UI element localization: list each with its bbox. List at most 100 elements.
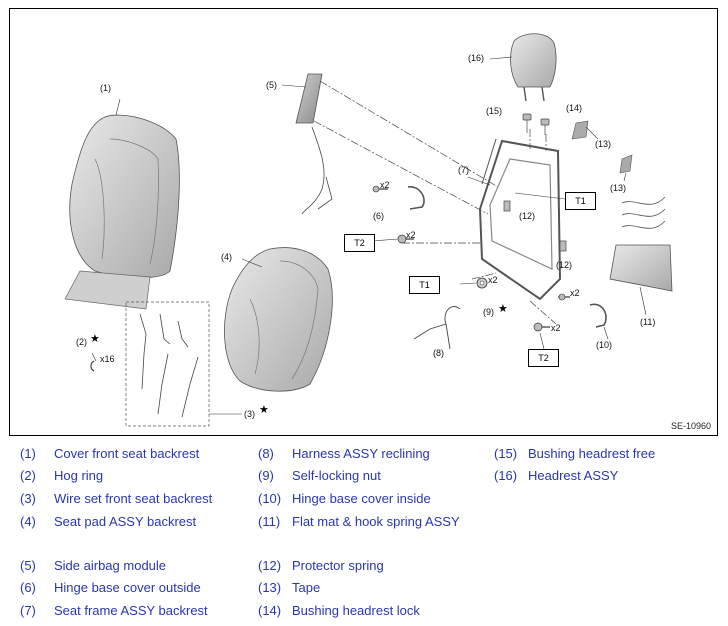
legend-item-name: Harness ASSY reclining [292, 446, 430, 461]
multiplier-x2-hinge-outside: x2 [380, 180, 390, 190]
callout-12-upper: (12) [519, 211, 536, 221]
wire-set-part [125, 301, 242, 427]
legend-item: (3) Wire set front seat backrest [20, 491, 212, 506]
legend-item-number: (10) [258, 491, 282, 506]
callout-4: (4) [221, 252, 232, 262]
legend-item-name: Hog ring [54, 468, 104, 483]
legend-item-number: (13) [258, 580, 282, 595]
callout-10: (10) [596, 340, 613, 350]
legend-item-number: (3) [20, 491, 36, 506]
legend-item-name: Cover front seat backrest [54, 446, 200, 461]
cover-front-seat-backrest-part [64, 98, 180, 310]
callout-15: (15) [486, 106, 503, 116]
legend-item-name: Seat pad ASSY backrest [54, 514, 197, 529]
tape-parts [571, 120, 633, 182]
hinge-base-cover-outside-part [372, 185, 425, 210]
legend-item-number: (2) [20, 468, 36, 483]
legend-item: (12) Protector spring [258, 558, 384, 573]
side-airbag-module-part [281, 73, 333, 215]
legend-item-name: Seat frame ASSY backrest [54, 603, 208, 618]
callout-13-lower: (13) [610, 183, 627, 193]
legend-item: (8) Harness ASSY reclining [258, 446, 430, 461]
legend-item-name: Tape [292, 580, 321, 595]
callout-1: (1) [100, 83, 111, 93]
legend-item-name: Hinge base cover inside [292, 491, 431, 506]
legend-item-number: (6) [20, 580, 36, 595]
legend-item-name: Protector spring [292, 558, 384, 573]
torque-box-t2-lower: T2 [528, 349, 559, 367]
callout-12-lower: (12) [556, 260, 573, 270]
legend-item-name: Headrest ASSY [528, 468, 619, 483]
legend-item: (15) Bushing headrest free [494, 446, 655, 461]
legend-item-number: (7) [20, 603, 36, 618]
legend-item-number: (11) [258, 514, 281, 529]
multiplier-x2-bolt-lower: x2 [551, 323, 561, 333]
hog-ring-part [90, 352, 97, 372]
legend-item-number: (12) [258, 558, 282, 573]
callout-8: (8) [433, 348, 444, 358]
legend-item-number: (4) [20, 514, 36, 529]
parts-legend: (1) Cover front seat backrest (2) Hog ring… [0, 440, 728, 626]
callout-11: (11) [640, 317, 656, 327]
callout-16: (16) [468, 53, 485, 63]
legend-item-number: (14) [258, 603, 282, 618]
seat-pad-part [224, 247, 333, 392]
callout-14: (14) [566, 103, 583, 113]
callout-13-upper: (13) [595, 139, 612, 149]
legend-item-name: Flat mat & hook spring ASSY [292, 514, 460, 529]
multiplier-x2-hinge-inside: x2 [570, 288, 580, 298]
multiplier-x2-nut: x2 [488, 275, 498, 285]
callout-2: (2) [76, 337, 87, 347]
legend-item-name: Self-locking nut [292, 468, 381, 483]
callout-6: (6) [373, 211, 384, 221]
legend-item: (7) Seat frame ASSY backrest [20, 603, 208, 618]
legend-item-name: Side airbag module [54, 558, 167, 573]
legend-item: (5) Side airbag module [20, 558, 166, 573]
self-locking-nut-part [476, 277, 488, 289]
legend-item: (10) Hinge base cover inside [258, 491, 431, 506]
legend-item-number: (15) [494, 446, 518, 461]
exploded-parts-diagram: (1) (2) (3) (4) (5) (6) (7) (8) (9) (10)… [9, 8, 718, 436]
torque-box-t2-left: T2 [344, 234, 375, 252]
callout-7: (7) [458, 165, 469, 175]
torque-box-t1-upper: T1 [565, 192, 596, 210]
callout-9: (9) [483, 307, 494, 317]
flat-mat-hook-spring-part [609, 196, 673, 316]
legend-item: (4) Seat pad ASSY backrest [20, 514, 196, 529]
headrest-part [489, 33, 557, 102]
legend-item-name: Bushing headrest lock [292, 603, 420, 618]
legend-item: (13) Tape [258, 580, 320, 595]
legend-item: (9) Self-locking nut [258, 468, 381, 483]
star-mark-wire-set: ★ [259, 404, 269, 416]
hinge-base-cover-inside-part [558, 293, 609, 340]
legend-item: (6) Hinge base cover outside [20, 580, 201, 595]
diagram-drawing [64, 33, 673, 427]
legend-item-number: (16) [494, 468, 518, 483]
legend-item: (2) Hog ring [20, 468, 103, 483]
callout-3: (3) [244, 409, 255, 419]
legend-item: (14) Bushing headrest lock [258, 603, 420, 618]
bolt-parts [397, 234, 550, 332]
legend-item-name: Wire set front seat backrest [54, 491, 213, 506]
legend-item-number: (5) [20, 558, 36, 573]
harness-reclining-part [413, 306, 461, 350]
multiplier-x2-bolt-left: x2 [406, 230, 416, 240]
legend-item-number: (1) [20, 446, 36, 461]
legend-item-name: Hinge base cover outside [54, 580, 201, 595]
torque-box-t1-lower: T1 [409, 276, 440, 294]
seat-frame-part [467, 138, 562, 301]
figure-id: SE-10960 [670, 421, 711, 431]
legend-item-number: (8) [258, 446, 274, 461]
legend-item-name: Bushing headrest free [528, 446, 656, 461]
protector-spring-parts [503, 200, 567, 252]
legend-item-number: (9) [258, 468, 274, 483]
legend-item: (11) Flat mat & hook spring ASSY [258, 514, 460, 529]
torque-leaders [371, 192, 566, 350]
callout-5: (5) [266, 80, 277, 90]
bushing-parts [522, 113, 550, 135]
multiplier-x16: x16 [100, 354, 115, 364]
star-mark-hog-ring: ★ [90, 333, 100, 345]
star-mark-nut: ★ [498, 303, 508, 315]
legend-item: (16) Headrest ASSY [494, 468, 618, 483]
legend-item: (1) Cover front seat backrest [20, 446, 199, 461]
